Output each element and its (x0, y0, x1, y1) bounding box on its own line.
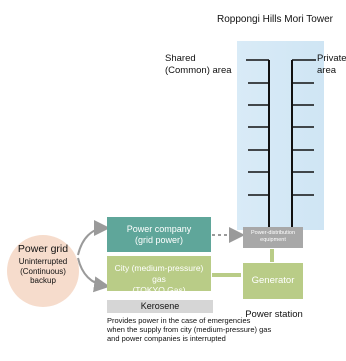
kerosene-box: Kerosene (107, 300, 213, 313)
private-area-label: Private area (317, 53, 346, 76)
power-grid-circle (7, 235, 79, 307)
city-gas-label: City (medium-pressure) gas (TOKYO Gas) (114, 263, 204, 295)
kerosene-note: Provides power in the case of emergencie… (107, 316, 272, 343)
generator-box: Generator (243, 263, 303, 299)
power-station-label: Power station (245, 309, 303, 320)
power-grid-subtitle: Uninterrupted (Continuous) backup (18, 257, 68, 285)
generator-label: Generator (251, 275, 295, 286)
shared-area-label: Shared (Common) area (165, 53, 232, 76)
power-grid-title: Power grid (17, 243, 69, 255)
grid-to-gas-arrow (77, 257, 110, 293)
power-company-box: Power company (grid power) (107, 217, 211, 252)
grid-to-power-company-arrow (77, 220, 110, 256)
power-company-label: Power company (grid power) (126, 224, 192, 245)
tower-title: Roppongi Hills Mori Tower (217, 14, 333, 25)
distribution-box: Power-distribution equipment (243, 227, 303, 248)
distribution-label: Power-distribution equipment (250, 230, 296, 243)
tower-background (237, 41, 324, 230)
city-gas-box: City (medium-pressure) gas (TOKYO Gas) (107, 256, 211, 295)
kerosene-label: Kerosene (140, 301, 180, 311)
